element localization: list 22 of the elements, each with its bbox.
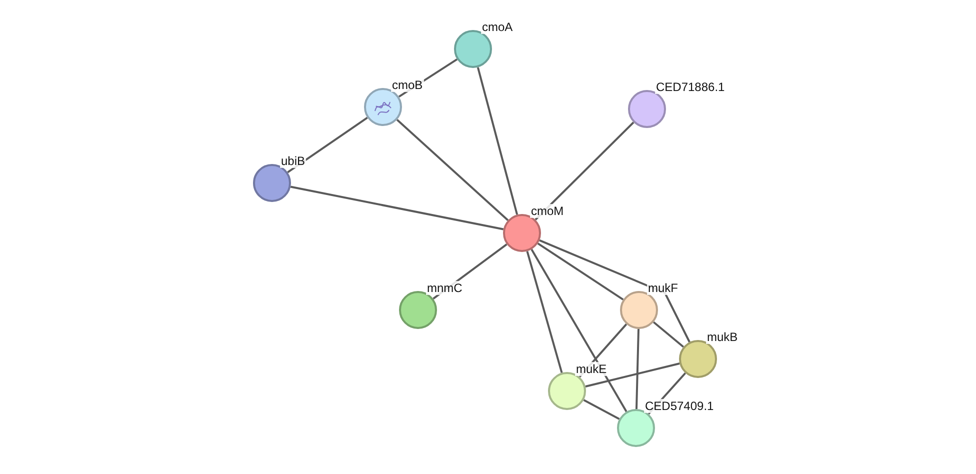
interaction-line: [583, 399, 620, 420]
protein-label: CED57409.1: [644, 399, 715, 413]
interaction-line: [530, 248, 628, 412]
interaction-line: [287, 116, 368, 174]
interaction-line: [585, 362, 680, 388]
protein-label: mukE: [575, 362, 608, 376]
protein-label: CED71886.1: [655, 80, 726, 94]
interaction-line: [526, 251, 563, 373]
protein-label: mukF: [647, 281, 679, 295]
interaction-line: [539, 239, 690, 342]
protein-label: ubiB: [280, 154, 306, 168]
protein-label: cmoA: [481, 20, 514, 34]
protein-label: cmoB: [391, 78, 424, 92]
protein-label: cmoM: [530, 204, 565, 218]
interaction-line: [537, 242, 624, 300]
protein-label: mnmC: [426, 281, 464, 295]
protein-label: mukB: [706, 330, 739, 344]
interaction-line: [476, 67, 518, 215]
interaction-line: [396, 119, 509, 221]
interaction-line: [635, 328, 640, 410]
interaction-line: [290, 186, 504, 230]
interaction-line: [652, 321, 684, 348]
